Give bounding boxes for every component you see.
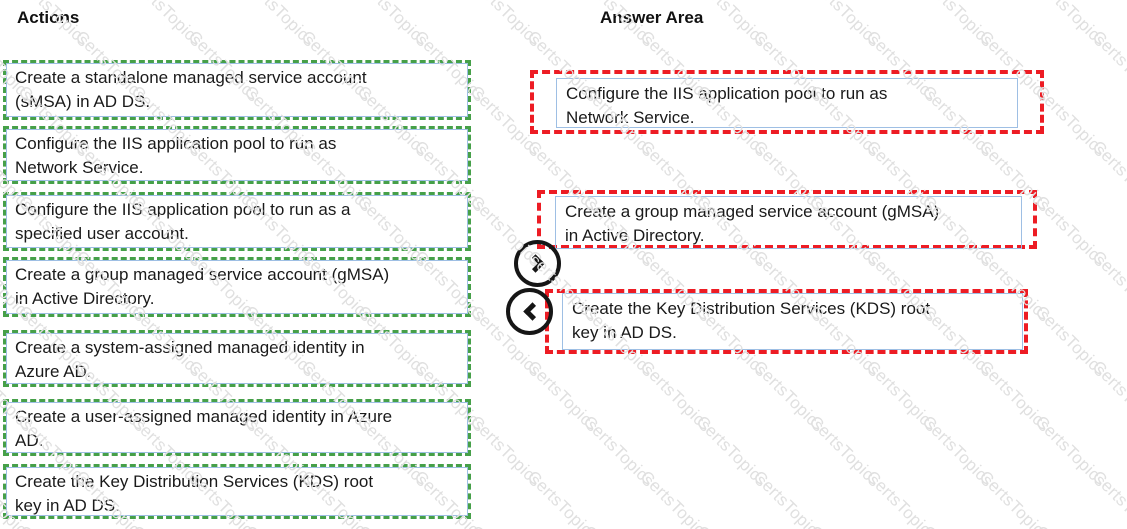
watermark-text: CertsTopics (1031, 302, 1111, 381)
answer-item-label: Create a group managed service account (… (565, 202, 940, 245)
action-item-6[interactable]: Create a user-assigned managed identity … (3, 399, 471, 456)
watermark-text: CertsTopics (240, 0, 320, 51)
actions-header: Actions (17, 8, 80, 27)
watermark-text: CertsTopics (862, 467, 942, 529)
watermark-text: CertsTopics (1088, 27, 1127, 106)
answer-item-3[interactable]: Create the Key Distribution Services (KD… (562, 293, 1023, 350)
watermark-text: CertsTopics (127, 0, 207, 51)
watermark-text: CertsTopics (1088, 137, 1127, 216)
chevron-right-icon (525, 254, 545, 273)
watermark-text: CertsTopics (862, 357, 942, 436)
watermark-text: CertsTopics (636, 357, 716, 436)
watermark-text: CertsTopics (975, 467, 1055, 529)
watermark-text: CertsTopics (1031, 522, 1111, 529)
action-item-1[interactable]: Create a standalone managed service acco… (3, 60, 471, 120)
watermark-text: CertsTopics (353, 0, 433, 51)
action-item-label: Configure the IIS application pool to ru… (15, 134, 337, 177)
answer-item-label: Configure the IIS application pool to ru… (566, 84, 888, 127)
watermark-text: CertsTopics (240, 522, 320, 529)
watermark-text: CertsTopics (749, 467, 829, 529)
action-item-label: Configure the IIS application pool to ru… (15, 200, 351, 243)
watermark-text: CertsTopics (523, 467, 603, 529)
watermark-text: CertsTopics (579, 412, 659, 491)
answer-slot-3: Create the Key Distribution Services (KD… (545, 289, 1028, 354)
answer-slot-2: Create a group managed service account (… (537, 190, 1037, 249)
watermark-text: CertsTopics (466, 412, 546, 491)
watermark-text: CertsTopics (918, 522, 998, 529)
move-left-button[interactable] (506, 288, 553, 335)
watermark-text: CertsTopics (523, 357, 603, 436)
answer-item-label: Create the Key Distribution Services (KD… (572, 299, 931, 342)
answer-area-header: Answer Area (600, 8, 704, 27)
watermark-text: CertsTopics (1088, 247, 1127, 326)
action-item-2[interactable]: Configure the IIS application pool to ru… (3, 126, 471, 184)
action-item-4[interactable]: Create a group managed service account (… (3, 257, 471, 317)
watermark-text: CertsTopics (692, 412, 772, 491)
watermark-text: CertsTopics (353, 522, 433, 529)
watermark-text: CertsTopics (127, 522, 207, 529)
watermark-text: CertsTopics (1031, 0, 1111, 51)
answer-item-2[interactable]: Create a group managed service account (… (555, 196, 1022, 249)
action-item-label: Create a standalone managed service acco… (15, 68, 367, 111)
action-item-3[interactable]: Configure the IIS application pool to ru… (3, 192, 471, 251)
move-right-button[interactable] (514, 240, 561, 287)
action-item-5[interactable]: Create a system-assigned managed identit… (3, 330, 471, 387)
watermark-text: CertsTopics (805, 412, 885, 491)
watermark-text: CertsTopics (692, 522, 772, 529)
action-item-label: Create a group managed service account (… (15, 265, 390, 308)
watermark-text: CertsTopics (692, 0, 772, 51)
watermark-text: CertsTopics (918, 412, 998, 491)
watermark-text: CertsTopics (1088, 467, 1127, 529)
watermark-text: CertsTopics (1031, 412, 1111, 491)
action-item-label: Create a system-assigned managed identit… (15, 338, 365, 381)
chevron-left-icon (522, 302, 542, 321)
watermark-text: CertsTopics (466, 522, 546, 529)
action-item-7[interactable]: Create the Key Distribution Services (KD… (3, 464, 471, 519)
watermark-text: CertsTopics (1088, 357, 1127, 436)
watermark-text: CertsTopics (918, 0, 998, 51)
watermark-text: CertsTopics (579, 522, 659, 529)
watermark-text: CertsTopics (805, 0, 885, 51)
watermark-text: CertsTopics (14, 522, 94, 529)
watermark-text: CertsTopics (636, 467, 716, 529)
watermark-text: CertsTopics (466, 0, 546, 51)
watermark-text: CertsTopics (805, 522, 885, 529)
action-item-label: Create a user-assigned managed identity … (15, 407, 393, 450)
watermark-text: CertsTopics (1031, 192, 1111, 271)
watermark-text: CertsTopics (749, 357, 829, 436)
watermark-text: CertsTopics (975, 357, 1055, 436)
answer-slot-1: Configure the IIS application pool to ru… (530, 70, 1044, 134)
action-item-label: Create the Key Distribution Services (KD… (15, 472, 374, 515)
answer-item-1[interactable]: Configure the IIS application pool to ru… (556, 78, 1018, 128)
